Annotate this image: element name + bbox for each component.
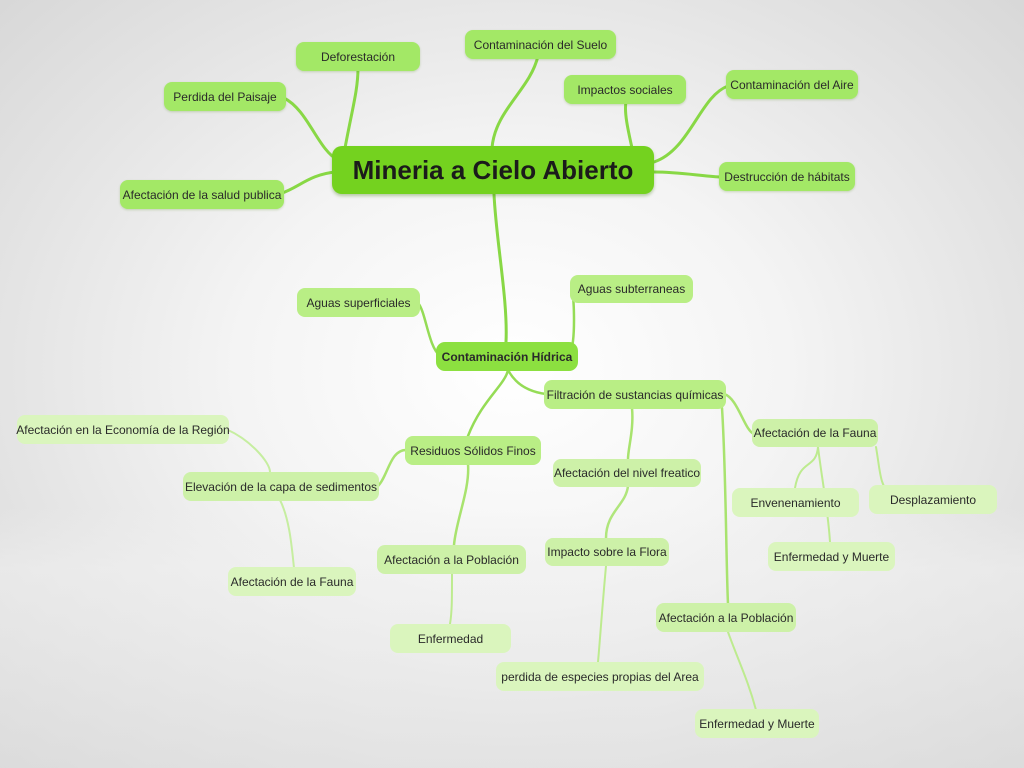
node-residuos-fauna[interactable]: Afectación de la Fauna <box>228 567 356 596</box>
node-afectacion-economia[interactable]: Afectación en la Economía de la Región <box>16 415 230 444</box>
node-impactos-sociales[interactable]: Impactos sociales <box>564 75 686 104</box>
node-afectacion-salud[interactable]: Afectación de la salud publica <box>120 180 284 209</box>
node-perdida-paisaje[interactable]: Perdida del Paisaje <box>164 82 286 111</box>
node-deforestacion[interactable]: Deforestación <box>296 42 420 71</box>
node-envenenamiento[interactable]: Envenenamiento <box>732 488 859 517</box>
node-filtracion-quimicas[interactable]: Filtración de sustancias químicas <box>544 380 726 409</box>
node-residuos-poblacion[interactable]: Afectación a la Población <box>377 545 526 574</box>
node-perdida-especies[interactable]: perdida de especies propias del Area <box>496 662 704 691</box>
node-contaminacion-hidrica[interactable]: Contaminación Hídrica <box>436 342 578 371</box>
node-enfermedad-muerte-fauna[interactable]: Enfermedad y Muerte <box>768 542 895 571</box>
node-enfermedad[interactable]: Enfermedad <box>390 624 511 653</box>
root-node[interactable]: Mineria a Cielo Abierto <box>332 146 654 194</box>
node-nivel-freatico[interactable]: Afectación del nivel freatico <box>553 459 701 487</box>
node-aguas-superficiales[interactable]: Aguas superficiales <box>297 288 420 317</box>
node-elevacion-sedimentos[interactable]: Elevación de la capa de sedimentos <box>183 472 379 501</box>
node-desplazamiento[interactable]: Desplazamiento <box>869 485 997 514</box>
node-filtracion-poblacion[interactable]: Afectación a la Población <box>656 603 796 632</box>
node-enfermedad-muerte-poblacion[interactable]: Enfermedad y Muerte <box>695 709 819 738</box>
node-aguas-subterraneas[interactable]: Aguas subterraneas <box>570 275 693 303</box>
node-impacto-flora[interactable]: Impacto sobre la Flora <box>545 538 669 566</box>
node-filtracion-fauna[interactable]: Afectación de la Fauna <box>752 419 878 447</box>
node-residuos-solidos[interactable]: Residuos Sólidos Finos <box>405 436 541 465</box>
node-contaminacion-aire[interactable]: Contaminación del Aire <box>726 70 858 99</box>
node-destruccion-habitats[interactable]: Destrucción de hábitats <box>719 162 855 191</box>
node-contaminacion-suelo[interactable]: Contaminación del Suelo <box>465 30 616 59</box>
